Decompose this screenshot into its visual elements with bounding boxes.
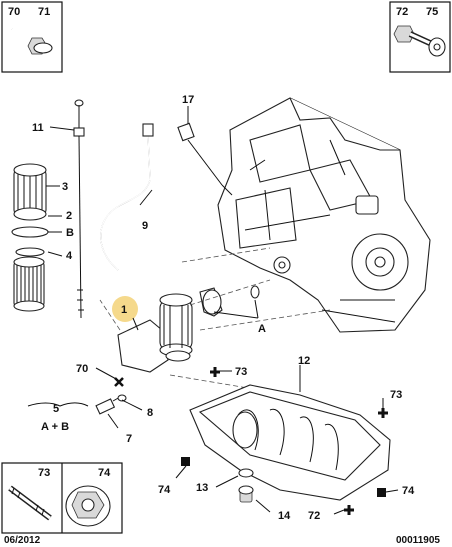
ref-70: 70 <box>8 6 20 18</box>
inset-box <box>1 1 63 73</box>
callout-74-left: 74 <box>158 484 171 496</box>
inset-top-left: 70 71 <box>1 1 63 73</box>
oil-sump <box>189 384 391 503</box>
callout-4: 4 <box>66 250 73 262</box>
oil-pressure-sensor <box>177 122 233 196</box>
callout-2: 2 <box>66 210 72 222</box>
inset-bottom-left: 73 74 <box>1 462 123 534</box>
drain-plug-small <box>95 394 127 415</box>
highlight-marker <box>112 296 138 322</box>
ref-74: 74 <box>98 467 111 479</box>
leader-lines <box>27 106 399 515</box>
callout-a: A <box>258 323 266 335</box>
dipstick <box>73 99 85 319</box>
callout-9: 9 <box>142 220 148 232</box>
callout-7: 7 <box>126 433 132 445</box>
callout-12: 12 <box>298 355 310 367</box>
callout-13: 13 <box>196 482 208 494</box>
callout-17: 17 <box>182 94 194 106</box>
callout-72: 72 <box>308 510 320 522</box>
inset-top-right: 72 75 <box>389 1 451 73</box>
oil-filter-parts <box>11 163 49 312</box>
ref-72: 72 <box>396 6 408 18</box>
callout-73-left: 73 <box>235 366 247 378</box>
footer-date: 06/2012 <box>4 535 41 546</box>
callout-b: B <box>66 227 74 239</box>
callout-73-right: 73 <box>390 389 402 401</box>
callout-74-right: 74 <box>402 485 415 497</box>
engine-block <box>217 97 431 333</box>
callout-1: 1 <box>121 304 127 316</box>
flange-bolt-icon <box>11 27 53 55</box>
dipstick-tube <box>100 123 154 271</box>
callout-14: 14 <box>278 510 291 522</box>
stud-icon <box>8 485 52 521</box>
fastener-markers <box>114 367 388 515</box>
callout-labels: 17 11 9 3 2 B 4 1 A 70 5 A + B 8 7 12 73… <box>32 94 415 522</box>
callout-11: 11 <box>32 122 44 134</box>
bolt-washer-icon <box>393 25 446 57</box>
flange-nut-icon <box>65 485 111 527</box>
oil-filter-housing <box>112 285 260 373</box>
callout-8: 8 <box>147 407 153 419</box>
footer-code: 00011905 <box>396 535 440 546</box>
callout-5: 5 <box>53 403 59 415</box>
ref-73: 73 <box>38 467 50 479</box>
callout-3: 3 <box>62 181 68 193</box>
callout-70: 70 <box>76 363 88 375</box>
ref-75: 75 <box>426 6 438 18</box>
callout-a-plus-b: A + B <box>41 421 69 433</box>
ref-71: 71 <box>38 6 50 18</box>
